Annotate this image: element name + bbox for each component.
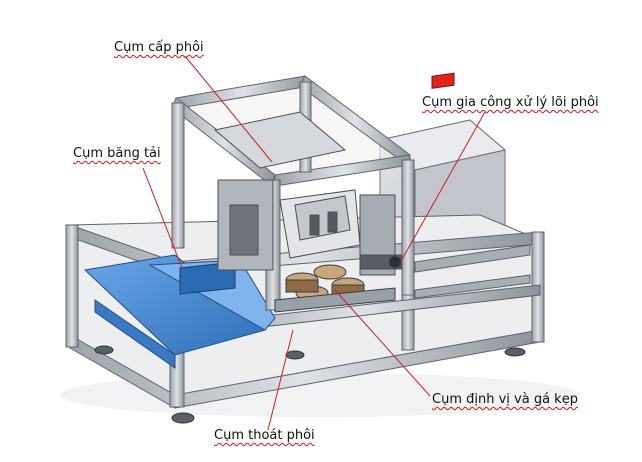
label-conveyor: Cụm băng tải [73,146,161,162]
label-discharge: Cụm thoát phôi [214,428,315,444]
label-core-processing: Cụm gia công xử lý lõi phôi [422,95,599,111]
leader-conveyor [142,167,183,269]
label-locating-clamp: Cụm định vị và gá kẹp [432,392,578,408]
leader-core-processing [399,111,486,264]
label-feeder: Cụm cấp phôi [114,40,204,56]
leader-feeder [184,55,273,163]
leader-discharge [267,329,294,431]
inner-mechanism [213,111,403,276]
label-locating-clamp-text: Cụm định vị và gá kẹp [432,392,578,407]
red-indicator-button [431,72,455,89]
label-discharge-text: Cụm thoát phôi [214,428,315,443]
locating-clamp-discs [274,264,396,313]
leader-locating-clamp [334,289,431,397]
label-conveyor-text: Cụm băng tải [73,146,161,161]
label-core-processing-text: Cụm gia công xử lý lõi phôi [422,95,599,110]
leader-lines [142,55,486,431]
label-feeder-text: Cụm cấp phôi [114,40,204,55]
machine-feet [94,345,526,424]
